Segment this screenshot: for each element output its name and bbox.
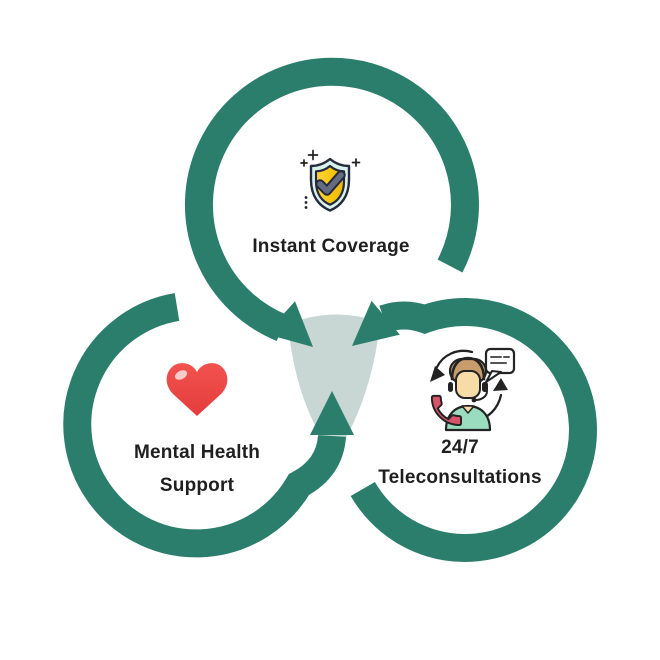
- label-line: Instant Coverage: [252, 236, 410, 257]
- heart-icon: [166, 363, 228, 416]
- teleconsultation-icon: [430, 347, 516, 432]
- center-triangle: [288, 314, 380, 458]
- check-mark: [317, 172, 344, 194]
- sparkle-icon: [300, 149, 361, 167]
- label-line: Teleconsultations: [378, 467, 542, 488]
- arrow-top: [265, 301, 313, 347]
- label-mental-health-support: Mental Health Support: [97, 436, 297, 502]
- label-line: Mental Health: [133, 442, 261, 463]
- face: [455, 370, 481, 399]
- right-ring: [350, 298, 597, 562]
- collar: [461, 405, 475, 414]
- label-line: 24/7: [441, 437, 479, 458]
- label-instant-coverage: Instant Coverage: [221, 236, 441, 258]
- arrow-up: [310, 391, 354, 435]
- speech-bubble-icon: [484, 347, 516, 383]
- sparkle-dots-icon: [304, 196, 308, 209]
- label-teleconsultations: 24/7 Teleconsultations: [350, 433, 570, 493]
- heart-body: [166, 363, 228, 416]
- heart-highlight: [174, 370, 188, 380]
- shield-check-icon: [300, 149, 361, 212]
- arrow-right: [352, 300, 400, 346]
- left-ring: [63, 293, 346, 558]
- headset-band-icon: [450, 356, 486, 381]
- top-ring: [185, 57, 479, 341]
- label-line: Support: [159, 475, 235, 496]
- headset-mic-icon: [474, 390, 488, 401]
- phone-handset-icon: [430, 394, 462, 426]
